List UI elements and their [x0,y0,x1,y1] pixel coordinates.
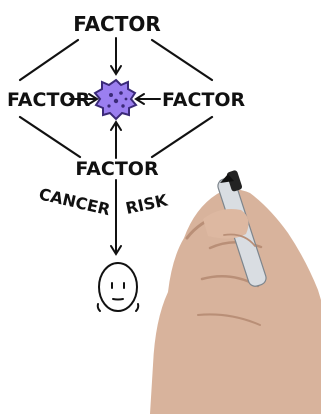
arrows [69,37,161,256]
hand-with-marker [150,170,321,414]
factor-left: FACTOR [7,89,91,111]
cancer-cell-icon [93,78,138,121]
risk-label: RISK [124,190,170,217]
diamond-lines [18,38,214,159]
person-face-icon [96,262,140,312]
factor-right: FACTOR [162,89,246,111]
factor-top: FACTOR [73,12,161,36]
cancer-label: CANCER [37,184,112,219]
factor-bottom: FACTOR [75,158,159,180]
